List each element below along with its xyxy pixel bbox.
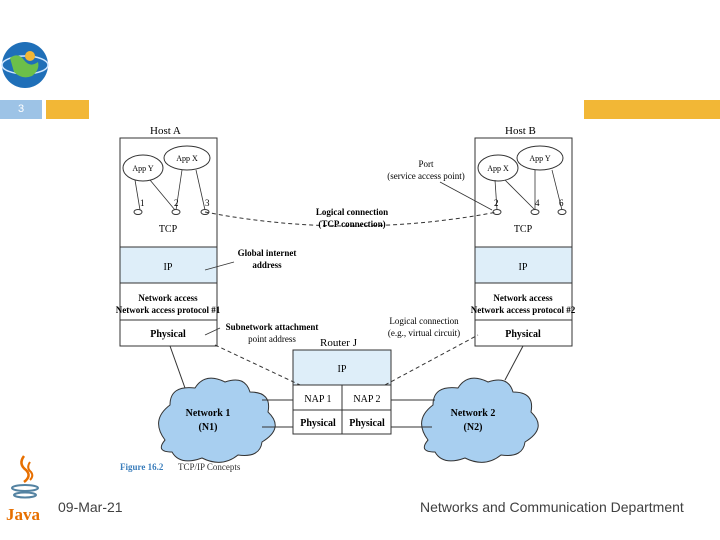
host-b-physical: Physical [505, 329, 541, 340]
port-label: Port [418, 159, 434, 169]
header-accent-right [584, 100, 720, 119]
slide-number: 3 [0, 100, 42, 119]
host-b-ip: IP [519, 262, 528, 273]
virtual-circuit-label: Logical connection [389, 316, 459, 326]
globe-logo-icon [1, 42, 49, 88]
host-b-nap: Network access protocol #2 [471, 305, 576, 315]
host-b-tcp: TCP [514, 224, 533, 235]
host-b-port-2: 4 [535, 198, 540, 208]
host-b-port-3: 6 [559, 198, 564, 208]
router-nap-1: NAP 1 [304, 394, 331, 405]
footer-department: Networks and Communication Department [420, 499, 684, 515]
host-b-app-1-label: App X [487, 164, 509, 173]
host-a-ip-layer [119, 246, 218, 284]
host-b-nap-label-1: Network access [493, 293, 553, 303]
global-address-sublabel: address [252, 260, 282, 270]
virtual-circuit-sublabel: (e.g., virtual circuit) [388, 328, 460, 338]
figure-caption-text: TCP/IP Concepts [178, 462, 241, 472]
router-nap-2: NAP 2 [353, 394, 380, 405]
host-a-port-3: 3 [205, 198, 210, 208]
network-2-abbr: (N2) [464, 422, 483, 433]
network-2-label: Network 2 [451, 408, 496, 419]
host-a-app-1 [122, 154, 164, 182]
router-ip-layer [292, 349, 392, 386]
host-a-app-2-label: App X [176, 154, 198, 163]
host-b-app-2-label: App Y [529, 154, 550, 163]
host-a-port-2: 2 [174, 198, 179, 208]
vc-logical-connection-a [214, 344, 301, 386]
host-b-title: Host B [505, 125, 536, 137]
host-b-ip-layer [474, 246, 573, 284]
tcp-logical-connection [204, 211, 498, 227]
router-title: Router J [320, 337, 358, 349]
host-a-nap: Network access protocol #1 [116, 305, 221, 315]
host-b-app-1 [477, 154, 519, 182]
subnet-address-label: Subnetwork attachment [226, 322, 319, 332]
subnet-address-sublabel: point address [248, 334, 296, 344]
network-1-label: Network 1 [186, 408, 231, 419]
host-a-app-1-label: App Y [132, 164, 153, 173]
port-sublabel: (service access point) [387, 171, 464, 181]
vc-logical-connection-b [384, 334, 479, 386]
host-a-app-2 [163, 145, 211, 171]
router-physical-2: Physical [349, 418, 385, 429]
host-a-tcp: TCP [159, 224, 178, 235]
network-2-cloud [421, 377, 539, 463]
tcp-connection-label: Logical connection [316, 207, 388, 217]
host-a-port-1: 1 [140, 198, 145, 208]
footer-date: 09-Mar-21 [58, 499, 123, 515]
router-ip: IP [338, 364, 347, 375]
network-1-cloud [158, 377, 276, 463]
host-a-nap-label-1: Network access [138, 293, 198, 303]
java-logo-icon: Java [6, 455, 41, 524]
host-b-port-1: 2 [494, 198, 499, 208]
host-b-app-2 [516, 145, 564, 171]
header-accent-left [46, 100, 89, 119]
global-address-label: Global internet [238, 248, 297, 258]
router-physical-1: Physical [300, 418, 336, 429]
host-a-ip: IP [164, 262, 173, 273]
host-b-box [474, 137, 573, 347]
figure-caption-label: Figure 16.2 [120, 462, 164, 472]
host-a-physical: Physical [150, 329, 186, 340]
svg-text:Java: Java [6, 505, 41, 524]
network-1-abbr: (N1) [199, 422, 218, 433]
tcp-connection-sublabel: (TCP connection) [318, 219, 385, 229]
host-a-title: Host A [150, 125, 181, 137]
